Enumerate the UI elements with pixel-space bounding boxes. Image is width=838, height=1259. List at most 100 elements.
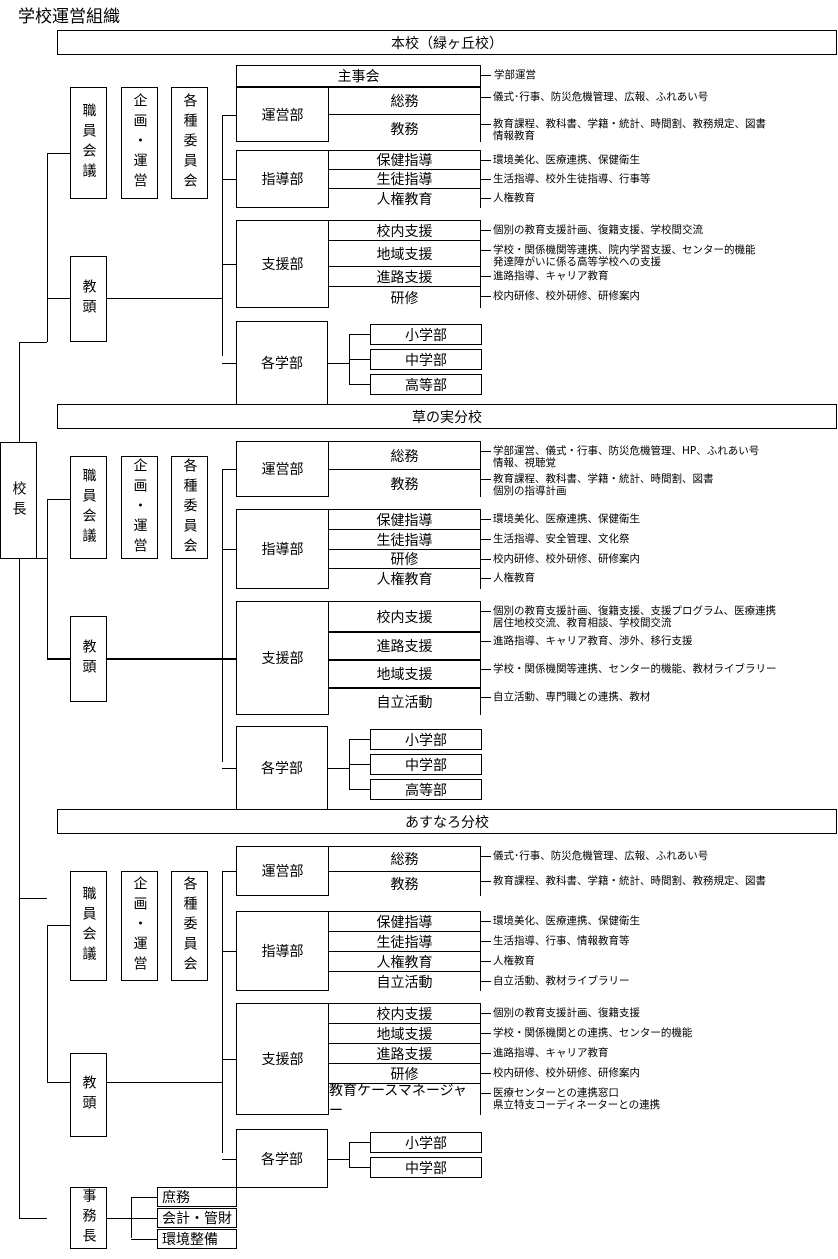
kusanomi-shien-label: 支援部 [237, 602, 328, 714]
honko-shido-note-link-2 [481, 198, 491, 199]
kusanomi-shido-note-2: 校内研修、校外研修、研修案内 [493, 552, 640, 565]
asunaro-shien-item-4: 教育ケースマネージャー [329, 1083, 480, 1119]
section-honko: 本校（緑ヶ丘校） [57, 30, 837, 55]
honko-shido-note-0: 環境美化、医療連携、保健衛生 [493, 153, 640, 166]
asunaro-shido-note-3: 自立活動、教材ライブラリー [493, 975, 630, 987]
kusanomi-shido-note-link-2 [481, 558, 491, 560]
honko-shien-row-line-1 [328, 240, 481, 241]
kusanomi-unei-row-line-1 [328, 469, 481, 470]
asunaro-gakubu-item-1: 中学部 [370, 1157, 482, 1178]
principal-box: 校長 [0, 442, 37, 559]
asunaro-unei-item-0: 総務 [329, 847, 480, 871]
kusanomi-shien-item-0: 校内支援 [329, 602, 480, 631]
kusanomi-gakubu-item-link-1 [349, 764, 370, 765]
kusanomi-shido-item-2: 研修 [329, 550, 480, 568]
asunaro-dept-bus [222, 872, 223, 1153]
honko-shien-note-link-0 [481, 230, 491, 231]
asunaro-shien-note-4: 医療センターとの連携窓口 県立特支コーディネーターとの連携 [493, 1087, 661, 1111]
honko-shien-note-link-3 [481, 296, 491, 297]
kusanomi-shien-note-link-3 [481, 697, 491, 698]
kusanomi-gakubu-item-2: 高等部 [370, 779, 482, 800]
kusanomi-shien-note-0: 個別の教育支援計画、復籍支援、支援プログラム、医療連携 居住地校交流、教育相談、… [493, 605, 777, 629]
honko-unei-label: 運営部 [237, 88, 328, 141]
kusanomi-unei-note-link-1 [481, 479, 491, 480]
kusanomi-dept-bus [222, 469, 223, 762]
kusanomi-to-staff [47, 499, 70, 500]
honko-unei-row-line-1 [328, 114, 481, 115]
asunaro-shien-note-link-3 [481, 1073, 491, 1074]
kusanomi-shido-note-3: 人権教育 [493, 572, 535, 584]
asunaro-unei-item-1: 教務 [329, 872, 480, 896]
asunaro-shien-note-2: 進路指導、キャリア教育 [493, 1047, 609, 1059]
asunaro-vp-link [107, 1082, 222, 1083]
kusanomi-vp-link [107, 658, 222, 660]
honko-shido-note-2: 人権教育 [493, 192, 535, 204]
honko-unei-item-0: 総務 [329, 88, 480, 114]
office-bus [131, 1197, 132, 1238]
kusanomi-shido-note-1: 生活指導、安全管理、文化祭 [493, 533, 630, 545]
asunaro-shido-item-2: 人権教育 [329, 952, 480, 971]
honko-gakubu-item-0: 小学部 [370, 324, 482, 345]
honko-shido-note-link-1 [481, 178, 491, 180]
trunk-to-asunaro [19, 898, 47, 899]
asunaro-gakubu-item-link-1 [349, 1167, 370, 1168]
honko-staff-meeting: 職員会議 [70, 87, 107, 199]
section-asunaro: あすなろ分校 [57, 809, 837, 834]
honko-dept-bus [222, 115, 223, 356]
asunaro-shido-note-link-1 [481, 941, 491, 942]
asunaro-shien-note-link-0 [481, 1013, 491, 1014]
kusanomi-committees: 各種委員会 [171, 456, 208, 559]
kusanomi-gakubu-item-link-0 [349, 739, 370, 740]
asunaro-shien-note-link-4 [481, 1093, 491, 1094]
kusanomi-gakubu-link [328, 768, 349, 769]
honko-left-bus [47, 153, 48, 342]
kusanomi-shido-note-link-0 [481, 519, 491, 520]
honko-vp-link [107, 298, 222, 299]
admin-chief-box: 事務長 [70, 1187, 107, 1249]
honko-unei-note-1: 教育課程、教科書、学籍・統計、時間割、教務規定、図書 情報教育 [493, 118, 766, 142]
honko-shien-item-2: 進路支援 [329, 267, 480, 286]
honko-shien-note-1: 学校・関係機関等連携、院内学習支援、センター的機能 発達障がいに係る高等学校への… [493, 244, 756, 268]
kusanomi-shido-note-0: 環境美化、医療連携、保健衛生 [493, 513, 640, 525]
asunaro-shien-row-line-2 [328, 1043, 481, 1044]
kusanomi-shien-note-2: 学校・関係機関等連携、センター的機能、教材ライブラリー [493, 663, 777, 675]
asunaro-shido-row-line-3 [328, 971, 481, 972]
honko-gakubu-item-2: 高等部 [370, 374, 482, 395]
kusanomi-unei-label: 運営部 [237, 442, 328, 496]
kusanomi-unei-note-link-0 [481, 451, 491, 452]
kusanomi-shien-item-2: 地域支援 [329, 660, 480, 687]
asunaro-shien-divider [328, 1003, 329, 1115]
kusanomi-to-vp [47, 658, 70, 660]
honko-shido-divider [328, 150, 329, 208]
honko-shido-row-line-1 [328, 169, 481, 170]
honko-shien-note-0: 個別の教育支援計画、復籍支援、学校間交流 [493, 224, 703, 236]
asunaro-shien-note-0: 個別の教育支援計画、復籍支援 [493, 1007, 640, 1019]
kusanomi-shien-row-line-1 [328, 631, 481, 633]
asunaro-shien-note-1: 学校・関係機関との連携、センター的機能 [493, 1027, 693, 1039]
asunaro-gakubu-label: 各学部 [237, 1130, 327, 1187]
asunaro-gakubu-bus [349, 1142, 350, 1167]
asunaro-shido-note-2: 人権教育 [493, 955, 535, 967]
honko-shien-note-3: 校内研修、校外研修、研修案内 [493, 290, 640, 302]
trunk-to-honko [19, 342, 47, 343]
asunaro-shien-item-3: 研修 [329, 1064, 480, 1083]
asunaro-shido-item-3: 自立活動 [329, 972, 480, 991]
asunaro-unei-row-line-1 [328, 871, 481, 872]
kusanomi-shido-note-link-3 [481, 578, 491, 579]
honko-shido-item-0: 保健指導 [329, 151, 480, 169]
kusanomi-unei-note-0: 学部運営、儀式・行事、防災危機管理、HP、ふれあい号 情報、視聴覚 [493, 445, 760, 469]
kusanomi-unei-item-1: 教務 [329, 470, 480, 497]
asunaro-gakubu-link [328, 1158, 349, 1160]
asunaro-shido-item-0: 保健指導 [329, 912, 480, 931]
office-item-link-1 [131, 1218, 157, 1219]
kusanomi-shido-item-0: 保健指導 [329, 510, 480, 529]
honko-shido-label: 指導部 [237, 151, 328, 207]
kusanomi-shido-item-3: 人権教育 [329, 569, 480, 589]
trunk-to-office [19, 1218, 47, 1219]
kusanomi-unei-note-1: 教育課程、教科書、学籍・統計、時間割、図書 個別の指導計画 [493, 473, 714, 497]
honko-gakubu-link [328, 363, 349, 364]
asunaro-to-staff [47, 925, 70, 926]
kusanomi-shido-row-line-2 [328, 549, 481, 550]
honko-shujikai: 主事会 [236, 65, 481, 87]
kusanomi-staff-meeting: 職員会議 [70, 456, 107, 559]
